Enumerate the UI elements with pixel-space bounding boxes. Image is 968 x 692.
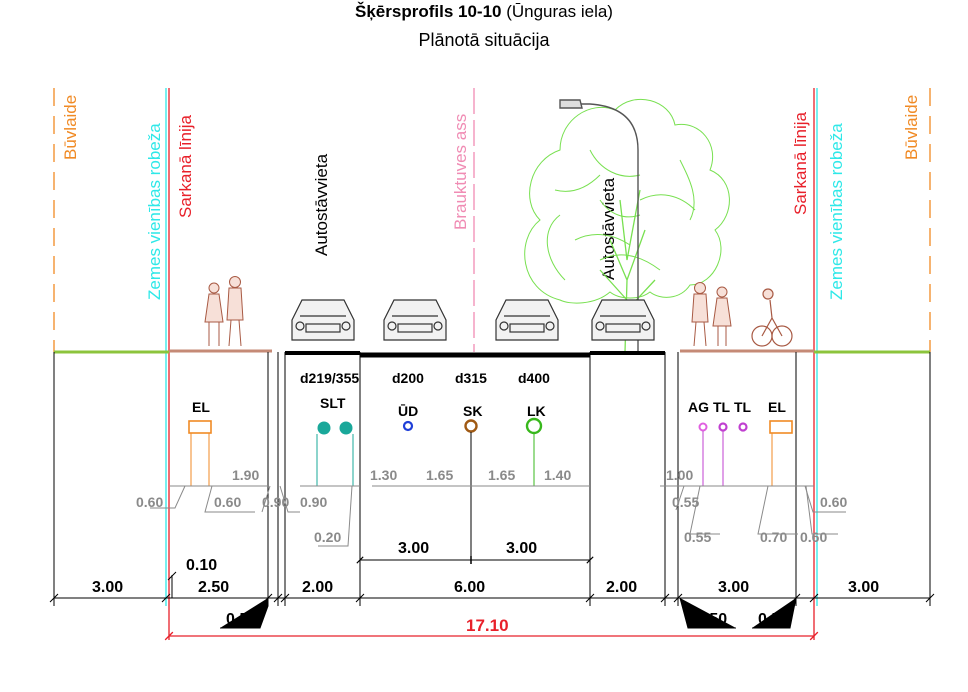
offset-0-70: 0.70 xyxy=(760,529,787,545)
width-right-3-00: 3.00 xyxy=(848,579,879,596)
el-right-label: EL xyxy=(768,399,786,415)
zemes-right-label: Zemes vienības robeža xyxy=(827,123,846,300)
width-0-50-b: 0.50 xyxy=(696,611,727,628)
el-right-cable xyxy=(769,420,793,434)
offset-0-60-c: 0.60 xyxy=(820,494,847,510)
car-lane-left xyxy=(383,299,447,341)
lane-right-width: 3.00 xyxy=(506,540,537,557)
slt-pipe-1 xyxy=(317,421,331,435)
offset-0-60-b: 0.60 xyxy=(214,494,241,510)
car-lane-right xyxy=(495,299,559,341)
lk-label: LK xyxy=(527,403,546,419)
cyclist-right xyxy=(751,288,793,347)
width-0-50-c: 0.50 xyxy=(758,611,789,628)
slt-pipe-2 xyxy=(339,421,353,435)
brauktuves-ass-label: Brauktuves ass xyxy=(451,114,470,230)
tl1-cable xyxy=(718,422,728,432)
drawing-subtitle: Plānotā situācija xyxy=(418,30,550,50)
sk-pipe xyxy=(464,419,478,433)
tl2-cable xyxy=(738,422,748,432)
ud-diameter-label: d200 xyxy=(392,370,424,386)
width-0-10: 0.10 xyxy=(186,557,217,574)
width-2-50: 2.50 xyxy=(198,579,229,596)
tree-illustration xyxy=(524,98,730,353)
total-width: 17.10 xyxy=(466,616,509,635)
buvlaide-right-label: Būvlaide xyxy=(902,95,921,160)
slt-diameter-label: d219/355 xyxy=(300,370,359,386)
offset-0-60-d: 0.60 xyxy=(800,529,827,545)
offset-0-60-a: 0.60 xyxy=(136,494,163,510)
width-3-00-side: 3.00 xyxy=(718,579,749,596)
ground-surfaces xyxy=(54,349,930,358)
offset-1-30: 1.30 xyxy=(370,467,397,483)
layer-boundaries xyxy=(53,352,931,606)
street-lamp-illustration xyxy=(559,99,639,352)
ud-label: ŪD xyxy=(398,403,418,419)
lane-dimension xyxy=(356,556,594,564)
lk-pipe xyxy=(525,417,543,435)
pedestrians-right xyxy=(691,282,732,347)
width-2-00-b: 2.00 xyxy=(606,579,637,596)
buvlaide-left-label: Būvlaide xyxy=(61,95,80,160)
autostavvieta-right-label: Autostāvvieta xyxy=(599,177,618,280)
el-left-cable xyxy=(188,420,212,434)
width-0-50-a: 0.50 xyxy=(226,611,257,628)
sk-diameter-label: d315 xyxy=(455,370,487,386)
lane-left-width: 3.00 xyxy=(398,540,429,557)
zemes-left-label: Zemes vienības robeža xyxy=(145,123,164,300)
tl2-label: TL xyxy=(734,399,752,415)
autostavvieta-left-label: Autostāvvieta xyxy=(312,153,331,256)
offset-1-65-b: 1.65 xyxy=(488,467,515,483)
offset-0-90-a: 0.90 xyxy=(262,494,289,510)
width-left-3-00: 3.00 xyxy=(92,579,123,596)
slt-label: SLT xyxy=(320,395,346,411)
ag-cable xyxy=(698,422,708,432)
parked-car-right xyxy=(591,299,655,341)
offset-1-00: 1.00 xyxy=(666,467,693,483)
offset-dimension-lines xyxy=(150,485,846,547)
offset-1-40: 1.40 xyxy=(544,467,571,483)
lk-diameter-label: d400 xyxy=(518,370,550,386)
ud-pipe xyxy=(402,420,414,432)
pedestrians-left xyxy=(204,276,244,347)
reference-lines xyxy=(53,88,931,640)
drawing-title: Šķērsprofils 10-10 (Ūnguras iela) xyxy=(355,2,613,21)
sarkana-left-label: Sarkanā līnija xyxy=(176,114,195,218)
parked-car-left xyxy=(291,299,355,341)
utility-symbols xyxy=(188,417,793,560)
offset-1-90: 1.90 xyxy=(232,467,259,483)
offset-0-55-a: 0.55 xyxy=(672,494,699,510)
offset-0-55-b: 0.55 xyxy=(684,529,711,545)
width-2-00-a: 2.00 xyxy=(302,579,333,596)
tl1-label: TL xyxy=(713,399,731,415)
sk-label: SK xyxy=(463,403,482,419)
ag-label: AG xyxy=(688,399,709,415)
offset-0-90-b: 0.90 xyxy=(300,494,327,510)
sarkana-right-label: Sarkanā līnija xyxy=(791,111,810,215)
offset-0-20: 0.20 xyxy=(314,529,341,545)
offset-1-65-a: 1.65 xyxy=(426,467,453,483)
el-left-label: EL xyxy=(192,399,210,415)
main-dimension-chain xyxy=(49,571,935,629)
width-6-00: 6.00 xyxy=(454,579,485,596)
